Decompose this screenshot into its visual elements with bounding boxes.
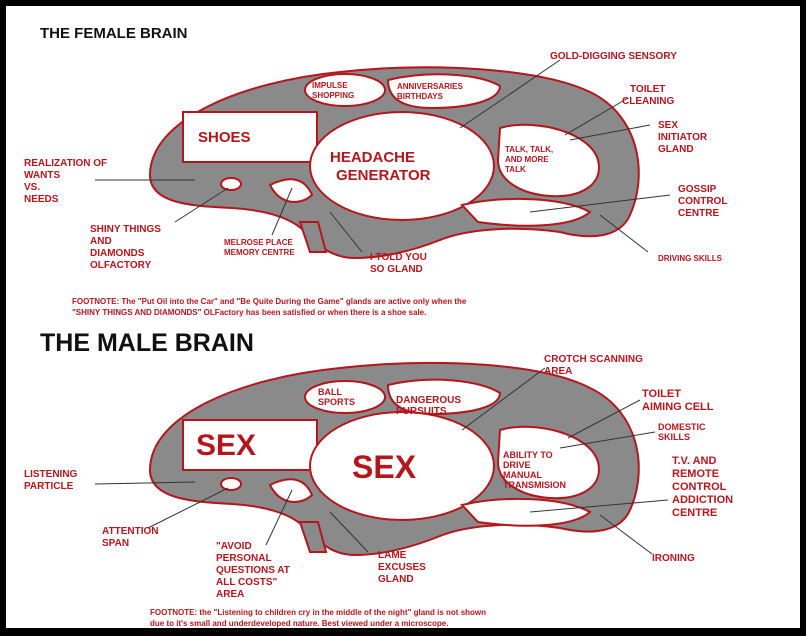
ironing: IRONING <box>652 553 695 564</box>
talk-label-2: AND MORE <box>505 155 549 164</box>
shiny-3: DIAMONDS <box>90 248 145 259</box>
anniv-label-1: ANNIVERSARIES <box>397 82 463 91</box>
told-1: I TOLD YOU <box>370 252 427 263</box>
gossip-1: GOSSIP <box>678 184 717 195</box>
tv-5: CENTRE <box>672 507 717 519</box>
impulse-shopping-region <box>305 74 385 106</box>
gossip-2: CONTROL <box>678 196 727 207</box>
ability-label-2: DRIVE <box>503 460 531 470</box>
toilet-cleaning-2: CLEANING <box>622 96 674 107</box>
tv-4: ADDICTION <box>672 494 733 506</box>
tv-2: REMOTE <box>672 468 719 480</box>
female-footnote-2: "SHINY THINGS AND DIAMONDS" OLFactory ha… <box>72 308 426 317</box>
avoid-3: QUESTIONS AT <box>216 565 290 576</box>
sex-initiator-2: INITIATOR <box>658 132 708 143</box>
male-footnote-1: FOOTNOTE: the "Listening to children cry… <box>150 608 486 617</box>
impulse-label-1: IMPULSE <box>312 81 348 90</box>
talk-label-3: TALK <box>505 165 526 174</box>
shiny-2: AND <box>90 236 112 247</box>
sex-box-label: SEX <box>196 429 256 462</box>
told-2: SO GLAND <box>370 264 423 275</box>
melrose-1: MELROSE PLACE <box>224 238 294 247</box>
attention-1: ATTENTION <box>102 526 158 537</box>
realization-1: REALIZATION OF <box>24 158 107 169</box>
dangerous-label-1: DANGEROUS <box>396 395 461 406</box>
impulse-label-2: SHOPPING <box>312 91 354 100</box>
male-footnote-2: due to it's small and underdeveloped nat… <box>150 619 448 628</box>
sex-initiator-1: SEX <box>658 120 678 131</box>
domestic-2: SKILLS <box>658 432 690 442</box>
headache-label-1: HEADACHE <box>330 149 415 166</box>
shiny-region <box>221 178 241 190</box>
tv-1: T.V. AND <box>672 455 716 467</box>
ball-label-2: SPORTS <box>318 397 355 407</box>
lame-3: GLAND <box>378 574 414 585</box>
gold-digging-callout: GOLD-DIGGING SENSORY <box>550 51 677 62</box>
anniv-label-2: BIRTHDAYS <box>397 92 444 101</box>
lame-2: EXCUSES <box>378 562 426 573</box>
talk-label-1: TALK, TALK, <box>505 145 553 154</box>
attention-region <box>221 478 241 490</box>
sex-circle-label: SEX <box>352 449 417 485</box>
dangerous-label-2: PURSUITS <box>396 406 447 417</box>
crotch-2: AREA <box>544 366 572 377</box>
avoid-1: "AVOID <box>216 541 252 552</box>
shiny-4: OLFACTORY <box>90 260 151 271</box>
male-title: THE MALE BRAIN <box>40 329 254 357</box>
ability-label-1: ABILITY TO <box>503 450 553 460</box>
ability-label-3: MANUAL <box>503 470 542 480</box>
toilet-aiming-1: TOILET <box>642 388 681 400</box>
ability-label-4: TRANSMISION <box>503 480 566 490</box>
female-footnote-1: FOOTNOTE: The "Put Oil into the Car" and… <box>72 297 467 306</box>
avoid-2: PERSONAL <box>216 553 272 564</box>
ball-label-1: BALL <box>318 387 342 397</box>
avoid-4: ALL COSTS" <box>216 577 277 588</box>
domestic-1: DOMESTIC <box>658 422 706 432</box>
shoes-label: SHOES <box>198 129 251 146</box>
female-title: THE FEMALE BRAIN <box>40 25 188 42</box>
listening-2: PARTICLE <box>24 481 74 492</box>
gossip-3: CENTRE <box>678 208 719 219</box>
sex-initiator-3: GLAND <box>658 144 694 155</box>
realization-4: NEEDS <box>24 194 59 205</box>
melrose-2: MEMORY CENTRE <box>224 248 295 257</box>
listening-1: LISTENING <box>24 469 78 480</box>
lame-1: LAME <box>378 550 407 561</box>
driving-skills: DRIVING SKILLS <box>658 254 723 263</box>
realization-2: WANTS <box>24 170 60 181</box>
shiny-1: SHINY THINGS <box>90 224 161 235</box>
attention-2: SPAN <box>102 538 129 549</box>
realization-3: VS. <box>24 182 40 193</box>
crotch-1: CROTCH SCANNING <box>544 354 643 365</box>
toilet-cleaning-1: TOILET <box>630 84 665 95</box>
headache-label-2: GENERATOR <box>336 167 431 184</box>
toilet-aiming-2: AIMING CELL <box>642 401 714 413</box>
tv-3: CONTROL <box>672 481 727 493</box>
avoid-5: AREA <box>216 589 244 600</box>
